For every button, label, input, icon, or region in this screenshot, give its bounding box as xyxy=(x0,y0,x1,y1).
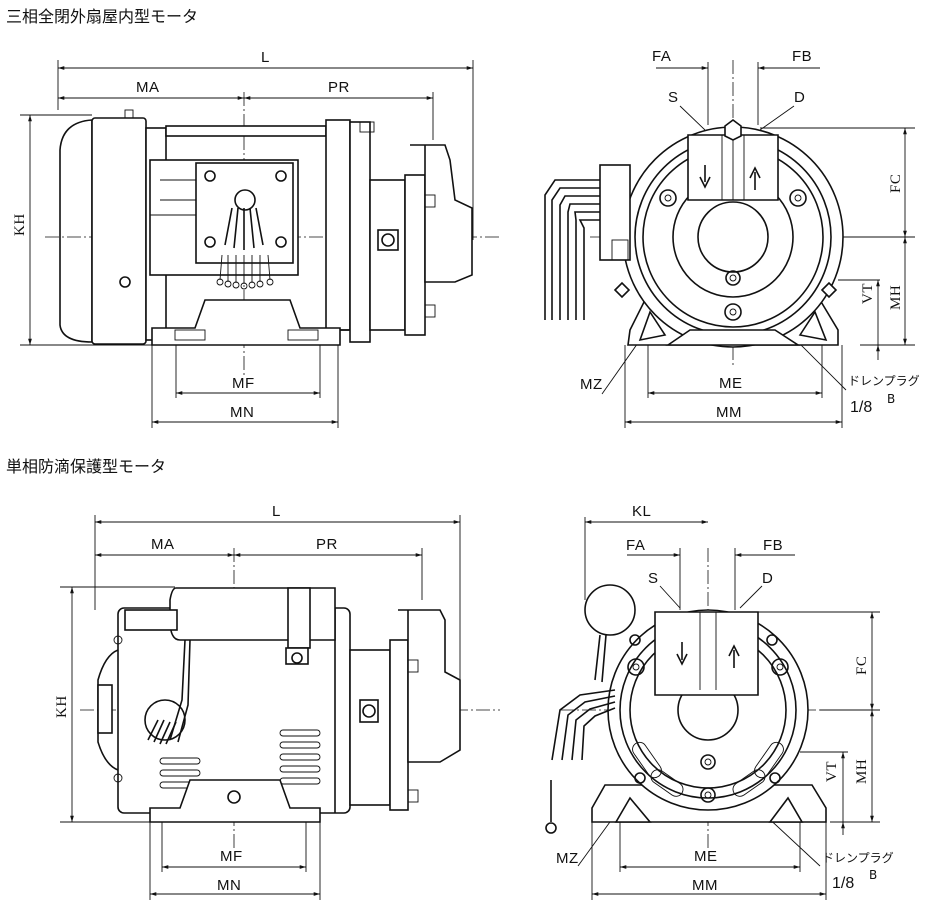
dim-L-bottom: L xyxy=(272,503,281,520)
title-single-phase: 単相防滴保護型モータ xyxy=(6,457,166,476)
dim-PR-bottom: PR xyxy=(316,536,338,553)
bottom-side-view: L MA PR KH MF MN xyxy=(54,503,500,900)
drain-plug-label: ドレンプラグ xyxy=(848,374,920,388)
drain-size-sup: B xyxy=(887,392,895,406)
dim-FC-bottom: FC xyxy=(854,656,870,675)
dim-ME-bottom: ME xyxy=(694,848,718,865)
dim-MH: MH xyxy=(888,285,904,310)
dim-L: L xyxy=(261,49,270,66)
drain-size: 1/8 xyxy=(850,399,872,416)
label-D-bottom: D xyxy=(762,570,773,587)
drain-size-sup-bottom: B xyxy=(869,868,877,882)
dim-MN-bottom: MN xyxy=(217,877,241,894)
dim-KL: KL xyxy=(632,503,651,520)
dim-MA-bottom: MA xyxy=(151,536,175,553)
dim-PR: PR xyxy=(328,79,350,96)
dim-FB: FB xyxy=(792,48,812,65)
bottom-motor-body xyxy=(97,587,461,823)
top-side-dimensions: L MA PR KH MF MN xyxy=(12,49,474,428)
dim-MM: MM xyxy=(716,404,742,421)
dim-VT-bottom: VT xyxy=(824,761,840,782)
bottom-side-dimensions: L MA PR KH MF MN xyxy=(54,503,461,900)
title-three-phase: 三相全閉外扇屋内型モータ xyxy=(6,7,198,26)
dim-FA-bottom: FA xyxy=(626,537,645,554)
dim-ME: ME xyxy=(719,375,743,392)
label-D: D xyxy=(794,89,805,106)
label-S: S xyxy=(668,89,679,106)
dim-MF: MF xyxy=(232,375,255,392)
bottom-front-motor xyxy=(545,584,827,834)
dim-KH-bottom: KH xyxy=(54,695,70,718)
drain-plug-label-bottom: ドレンプラグ xyxy=(822,851,894,865)
top-motor-body xyxy=(59,109,473,346)
dim-MM-bottom: MM xyxy=(692,877,718,894)
label-S-bottom: S xyxy=(648,570,659,587)
top-side-view: L MA PR KH MF MN xyxy=(12,49,500,428)
dim-MN: MN xyxy=(230,404,254,421)
dim-FB-bottom: FB xyxy=(763,537,783,554)
dim-MA: MA xyxy=(136,79,160,96)
dim-MF-bottom: MF xyxy=(220,848,243,865)
drain-size-bottom: 1/8 xyxy=(832,875,854,892)
dim-MZ: MZ xyxy=(580,376,603,393)
dim-FA: FA xyxy=(652,48,671,65)
dim-FC: FC xyxy=(888,174,904,193)
dim-VT: VT xyxy=(860,283,876,304)
dim-MH-bottom: MH xyxy=(854,759,870,784)
top-front-motor xyxy=(544,119,844,348)
bottom-front-view: KL FA FB S D FC MH VT ME xyxy=(545,503,894,900)
dim-MZ-bottom: MZ xyxy=(556,850,579,867)
top-front-view: FA FB S D FC MH VT ME MM MZ xyxy=(544,48,920,428)
dim-KH: KH xyxy=(12,213,28,236)
